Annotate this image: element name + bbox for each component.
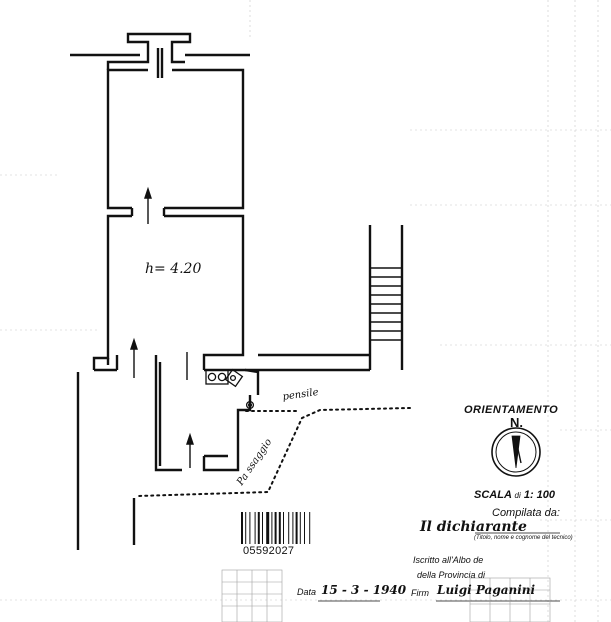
- signature: Luigi Paganini: [437, 583, 536, 597]
- barcode-bar: [304, 512, 305, 544]
- barcode-bar: [266, 512, 270, 544]
- declarant-subtitle: (Titolo, nome e cognome del tecnico): [474, 535, 573, 541]
- barcode-bar: [288, 512, 290, 544]
- barcode-bars: [241, 512, 311, 544]
- barcode-bar: [254, 512, 256, 544]
- declarant-name: Il dichiarante: [420, 519, 527, 535]
- scale-label: SCALA di 1: 100: [474, 490, 555, 501]
- staircase: [370, 267, 402, 341]
- footer-stamp-grid: [221, 569, 551, 622]
- barcode-bar: [274, 512, 277, 544]
- scale-value: 1: 100: [523, 489, 556, 501]
- barcode-bar: [262, 512, 263, 544]
- property-boundary-dotted: [137, 407, 411, 497]
- north-compass: [491, 427, 541, 477]
- kitchen-fixtures: [205, 368, 255, 410]
- date-label: Data: [297, 587, 317, 597]
- room-height-label: h= 4.20: [145, 261, 202, 277]
- barcode-bar: [309, 512, 311, 544]
- barcode-number: 05592027: [243, 545, 295, 557]
- barcode-bar: [271, 512, 273, 544]
- compass-north-letter: N.: [510, 415, 523, 430]
- barcode-bar: [283, 512, 284, 544]
- date-value: 15 - 3 - 1940: [321, 583, 407, 597]
- direction-arrows: [130, 186, 194, 468]
- form-underlines: [318, 532, 560, 602]
- barcode-bar: [241, 512, 243, 544]
- barcode-bar: [292, 512, 294, 544]
- registration-line-2: della Provincia di: [417, 570, 486, 580]
- compiled-by-label: Compilata da:: [492, 507, 560, 519]
- compass-title: ORIENTAMENTO: [464, 404, 559, 416]
- barcode-bar: [249, 512, 251, 544]
- barcode-bar: [257, 512, 260, 544]
- signature-label: Firm: [411, 588, 429, 598]
- scale-prefix: SCALA: [474, 489, 512, 501]
- barcode-bar: [245, 512, 247, 544]
- scale-di: di: [514, 491, 521, 500]
- barcode-bar: [278, 512, 281, 544]
- barcode-bar: [299, 512, 301, 544]
- barcode-bar: [295, 512, 298, 544]
- floor-plan-walls: [70, 32, 404, 550]
- registration-line-1: Iscritto all'Albo de: [413, 555, 484, 565]
